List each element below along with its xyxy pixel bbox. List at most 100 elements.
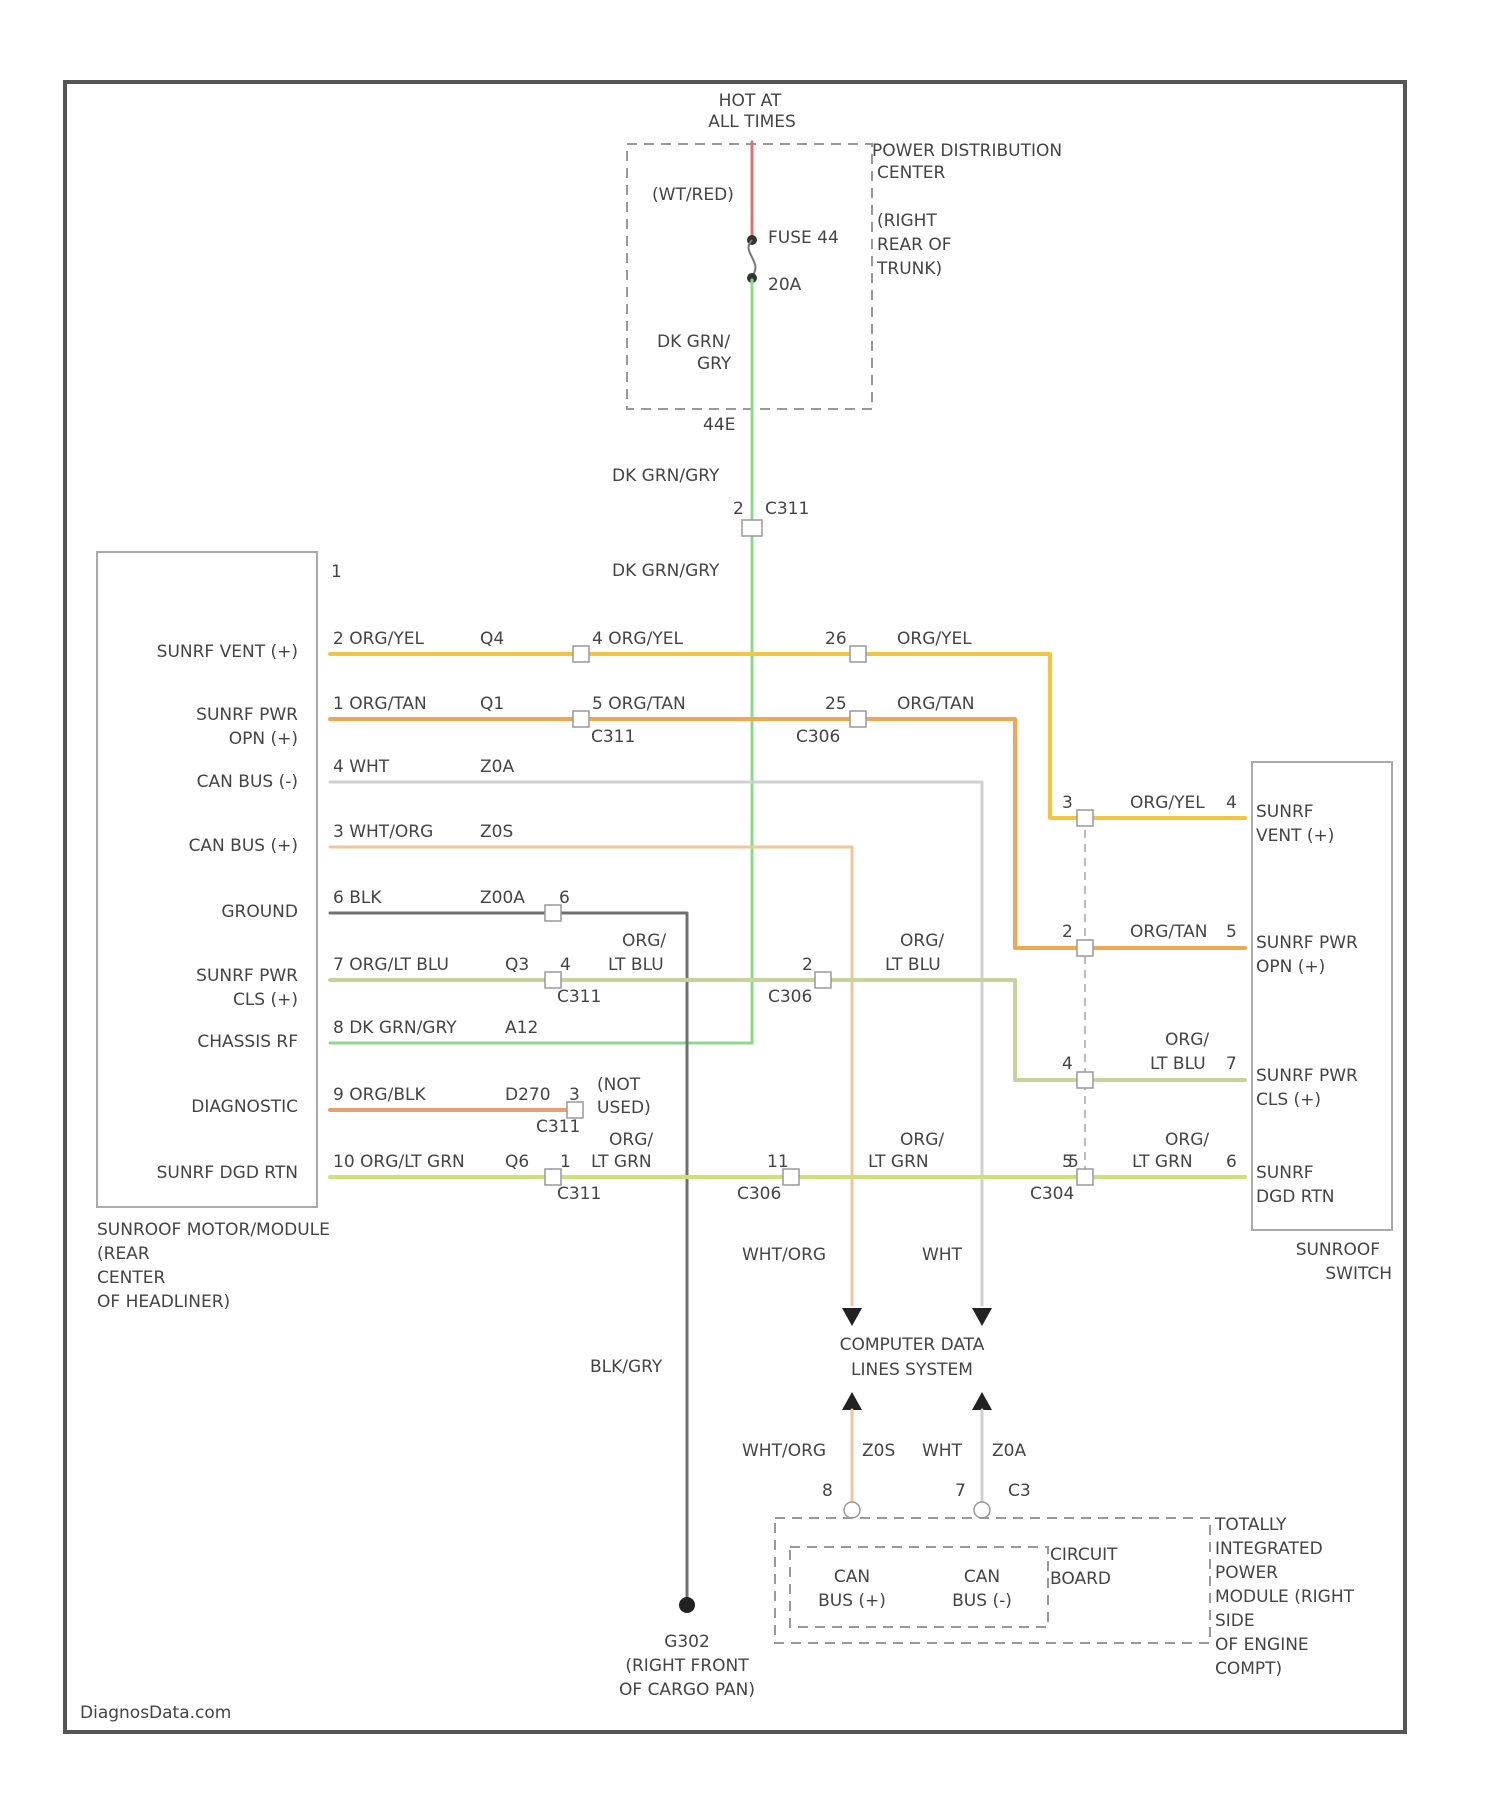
r8-conn: C311 xyxy=(536,1117,580,1137)
r6-wire-3a: ORG/ xyxy=(900,931,944,951)
switch-in-3-label-1: SUNRF PWR xyxy=(1256,1066,1358,1086)
can-minus-down-arrow xyxy=(972,1308,992,1326)
ground-point-icon xyxy=(679,1597,695,1613)
switch-in-1-pin: 3 xyxy=(1062,793,1073,813)
c311-top-connector-icon xyxy=(742,520,762,536)
r2-cavity: 25 xyxy=(825,694,847,714)
r4-circuit: Z0S xyxy=(480,822,513,842)
r1-pin-2: 4 ORG/YEL xyxy=(592,629,683,649)
c304-pin-3-icon xyxy=(1077,810,1093,826)
tipm-title-7: COMPT) xyxy=(1215,1659,1282,1679)
hot-at-all-times-label-2: ALL TIMES xyxy=(708,112,796,132)
r2-wire-3: ORG/TAN xyxy=(897,694,975,714)
r9-wire-3b: LT GRN xyxy=(868,1152,929,1172)
r9-conn-3: C306 xyxy=(737,1184,781,1204)
fuse-icon xyxy=(749,240,756,276)
module-pin-can-plus: CAN BUS (+) xyxy=(189,836,298,856)
r2-c306-icon xyxy=(850,711,866,727)
r6-circuit: Q3 xyxy=(505,955,529,975)
r8-not-used-1: (NOT xyxy=(597,1075,641,1095)
vent-wire xyxy=(330,654,1245,818)
tipm-title-4: MODULE (RIGHT xyxy=(1215,1587,1355,1607)
r6-c311-icon xyxy=(545,972,561,988)
tipm-title-1: TOTALLY xyxy=(1214,1515,1287,1535)
tipm-pin-left: 8 xyxy=(822,1481,833,1501)
r2-wire-1: 1 ORG/TAN xyxy=(333,694,427,714)
module-pin-pwr-cls-2: CLS (+) xyxy=(233,990,298,1010)
r9-wire-2a: ORG/ xyxy=(609,1130,653,1150)
ground-location-1: (RIGHT FRONT xyxy=(625,1656,749,1676)
c304-pin-2-icon xyxy=(1077,940,1093,956)
r1-c311-icon xyxy=(573,646,589,662)
switch-in-4-pin: 5 xyxy=(1062,1152,1073,1172)
tipm-title-2: INTEGRATED xyxy=(1215,1539,1323,1559)
r5-wire-1: 6 BLK xyxy=(333,888,382,908)
module-pin-pwr-cls-1: SUNRF PWR xyxy=(196,966,298,986)
switch-in-3-spin: 7 xyxy=(1226,1054,1237,1074)
footer-credit: DiagnosData.com xyxy=(80,1703,231,1723)
cds-title-2: LINES SYSTEM xyxy=(851,1360,973,1380)
switch-in-3-pin: 4 xyxy=(1062,1054,1073,1074)
switch-caption-2: SWITCH xyxy=(1325,1264,1392,1284)
r9-conn-4: C304 xyxy=(1030,1184,1074,1204)
r9-wire-2b: LT GRN xyxy=(591,1152,652,1172)
r9-conn-2: C311 xyxy=(557,1184,601,1204)
switch-in-3-wire-1: ORG/ xyxy=(1165,1030,1209,1050)
fuse-amperage: 20A xyxy=(768,275,802,295)
r2-conn-2: C311 xyxy=(591,727,635,747)
c311-top-pin: 2 xyxy=(733,499,744,519)
switch-in-2-pin: 2 xyxy=(1062,922,1073,942)
r9-c311-icon xyxy=(545,1169,561,1185)
tipm-can-left-1: CAN xyxy=(834,1567,870,1587)
can-minus-up-arrow xyxy=(972,1392,992,1410)
feed-wire-label-2: DK GRN/GRY xyxy=(612,561,720,581)
r9-circuit: Q6 xyxy=(505,1152,529,1172)
switch-in-3-label-2: CLS (+) xyxy=(1256,1090,1321,1110)
module-pin-diagnostic: DIAGNOSTIC xyxy=(191,1097,298,1117)
r6-c306-icon xyxy=(815,972,831,988)
switch-in-4-label-1: SUNRF xyxy=(1256,1163,1314,1183)
switch-in-2-spin: 5 xyxy=(1226,922,1237,942)
hot-at-all-times-label-1: HOT AT xyxy=(719,91,782,111)
pdc-location-2: REAR OF xyxy=(877,235,952,255)
module-pin-ground: GROUND xyxy=(221,902,298,922)
fuse-label: FUSE 44 xyxy=(768,228,839,248)
r2-pin-2: 5 ORG/TAN xyxy=(592,694,686,714)
module-caption-2: (REAR xyxy=(97,1244,150,1264)
r9-wire-3a: ORG/ xyxy=(900,1130,944,1150)
pdc-wire-bottom-label-2: GRY xyxy=(697,354,732,374)
tipm-title-3: POWER xyxy=(1215,1563,1278,1583)
module-pin-pwr-opn-1: SUNRF PWR xyxy=(196,705,298,725)
r2-c311-icon xyxy=(573,711,589,727)
switch-caption-1: SUNROOF xyxy=(1296,1240,1380,1260)
tipm-title-5: SIDE xyxy=(1215,1611,1255,1631)
r5-c311-icon xyxy=(545,905,561,921)
switch-in-3-wire-2: LT BLU xyxy=(1150,1054,1206,1074)
c304-pin-5-icon xyxy=(1077,1169,1093,1185)
ground-wire-label: BLK/GRY xyxy=(590,1357,663,1377)
pdc-wire-bottom-label-1: DK GRN/ xyxy=(657,332,730,352)
cds-bottom-left-wire: WHT/ORG xyxy=(742,1441,826,1461)
r7-circuit: A12 xyxy=(505,1018,538,1038)
r3-wire-1: 4 WHT xyxy=(333,757,390,777)
r1-wire-3: ORG/YEL xyxy=(897,629,972,649)
tipm-pin-right: 7 xyxy=(955,1481,966,1501)
r9-c306-icon xyxy=(783,1169,799,1185)
tipm-pin-left-icon xyxy=(844,1502,860,1518)
switch-in-1-wire: ORG/YEL xyxy=(1130,793,1205,813)
cds-wire-right-label: WHT xyxy=(922,1245,963,1265)
r6-conn-2: C311 xyxy=(557,987,601,1007)
c304-pin-4-icon xyxy=(1077,1072,1093,1088)
r1-wire-1: 2 ORG/YEL xyxy=(333,629,424,649)
r9-wire-1: 10 ORG/LT GRN xyxy=(333,1152,465,1172)
module-pin-chassis: CHASSIS RF xyxy=(197,1032,298,1052)
feed-wire-label-1: DK GRN/GRY xyxy=(612,466,720,486)
r6-wire-2b: LT BLU xyxy=(608,955,664,975)
r6-wire-2a: ORG/ xyxy=(622,931,666,951)
r1-c306-icon xyxy=(850,646,866,662)
r3-circuit: Z0A xyxy=(480,757,514,777)
switch-in-4-wire-2: LT GRN xyxy=(1132,1152,1193,1172)
r2-conn-3: C306 xyxy=(796,727,840,747)
pdc-location-3: TRUNK) xyxy=(876,259,942,279)
